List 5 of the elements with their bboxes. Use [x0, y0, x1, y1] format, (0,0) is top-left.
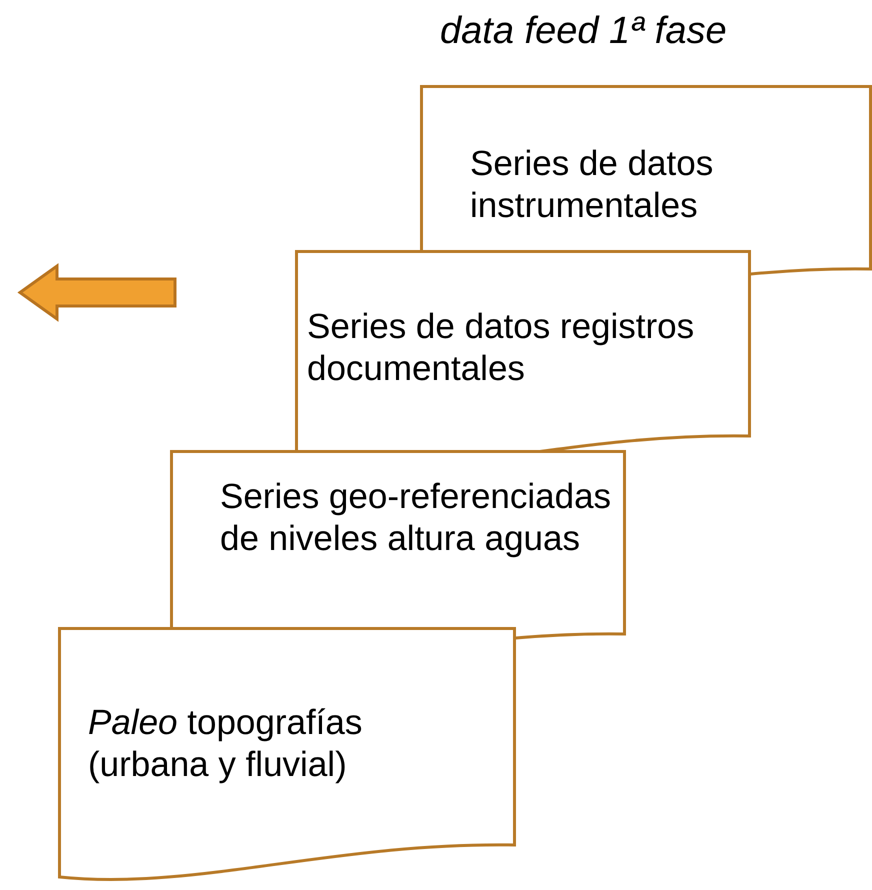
box-text: Series de datos registros documentales	[307, 306, 696, 390]
box-text: Series geo-referenciadas de niveles altura aguas	[220, 476, 612, 560]
diagram-title: data feed 1ª fase	[440, 10, 727, 53]
box-text: Series de datos instrumentales	[470, 143, 714, 227]
box-text: Paleo topografías (urbana y fluvial)	[88, 702, 364, 786]
